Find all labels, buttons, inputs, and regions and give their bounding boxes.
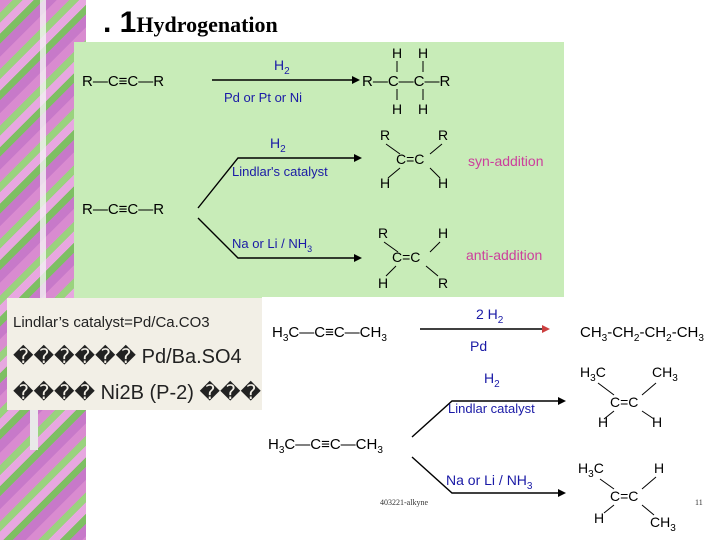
h-atom: H [418, 101, 428, 117]
h-atom: H [392, 101, 402, 117]
reagent-na-li: Na or Li / NH3 [232, 236, 312, 254]
bottom-reaction-panel: H3C—C≡C—CH3 2 H2 Pd CH3-CH2-CH2-CH3 H3C—… [262, 297, 720, 540]
trans-alkene: C=C [392, 249, 420, 265]
trans-2-butene: C=C [610, 488, 638, 504]
note-line-3: ���� Ni2B (P-2) ��� [13, 382, 262, 404]
methyl-group: H3C [580, 364, 606, 384]
bond [385, 143, 401, 155]
h-atom: H [652, 414, 662, 430]
r-group: R [378, 225, 388, 241]
arrowhead-na-li-2 [558, 489, 566, 497]
h-atom: H [598, 414, 608, 430]
arrow-lindlar [197, 157, 354, 209]
h-atom: H [378, 275, 388, 291]
alkyne-reactant-2: R—C≡C—R [82, 201, 164, 218]
reagent-pd-pt-ni: Pd or Pt or Ni [224, 90, 302, 105]
bond [429, 143, 443, 155]
methyl-group: H3C [578, 460, 604, 480]
page-number: 11 [695, 498, 703, 507]
butane-product: CH3-CH2-CH2-CH3 [580, 324, 704, 344]
arrowhead-lindlar [354, 154, 362, 162]
bond [603, 410, 615, 420]
reagent-h2-3: H2 [484, 370, 500, 390]
alkyne-reactant-1: R—C≡C—R [82, 73, 164, 90]
bottom-reaction-diagram: H3C—C≡C—CH3 2 H2 Pd CH3-CH2-CH2-CH3 H3C—… [268, 306, 704, 534]
reagent-2h2: 2 H2 [476, 306, 504, 326]
anti-addition-label: anti-addition [466, 247, 542, 263]
butyne-left: H3C—C≡C—CH3 [268, 436, 383, 456]
bond [603, 504, 615, 514]
bond [429, 241, 441, 253]
title-number: . 1 [103, 6, 137, 39]
note-line-1: Lindlar’s catalyst=Pd/Ca.CO3 [13, 314, 210, 331]
title-text: Hydrogenation [136, 12, 278, 37]
note-line-2: ������ Pd/Ba.SO4 [13, 346, 242, 368]
r-group: R [438, 275, 448, 291]
bond [641, 410, 655, 420]
top-reaction-diagram: R—C≡C—R H2 Pd or Pt or Ni R—C—C—R H H H … [82, 45, 544, 291]
cis-alkene: C=C [396, 151, 424, 167]
h-atom: H [392, 45, 402, 61]
arrowhead-lindlar-2 [558, 397, 566, 405]
bond [597, 382, 615, 396]
arrowhead-anti [354, 254, 362, 262]
slide-title: . 1Hydrogenation [103, 6, 278, 40]
butyne-top: H3C—C≡C—CH3 [272, 324, 387, 344]
reagent-lindlar: Lindlar's catalyst [232, 164, 328, 179]
r-group: R [380, 127, 390, 143]
bond [425, 265, 439, 277]
bond [641, 476, 657, 490]
h-atom: H [380, 175, 390, 191]
bond [429, 167, 441, 179]
h-atom: H [594, 510, 604, 526]
methyl-group: CH3 [652, 364, 678, 384]
decorative-band [40, 0, 46, 300]
bond [641, 382, 657, 396]
r-group: R [438, 127, 448, 143]
h-atom: H [438, 225, 448, 241]
syn-addition-label: syn-addition [468, 153, 544, 169]
arrowhead-2h2 [542, 325, 550, 333]
decorative-bar [30, 410, 38, 450]
arrow-na-li-2 [411, 456, 558, 494]
bond [385, 265, 397, 277]
bond [383, 241, 399, 253]
bond [599, 478, 615, 490]
arrow-anti [197, 217, 354, 259]
reagent-h2-2: H2 [270, 135, 286, 155]
bond [387, 167, 401, 179]
reagent-h2-1: H2 [274, 57, 290, 77]
h-atom: H [438, 175, 448, 191]
bond [641, 504, 655, 516]
h-atom: H [654, 460, 664, 476]
reagent-pd: Pd [470, 338, 487, 354]
footer-code: 403221-alkyne [380, 498, 428, 507]
catalyst-note: Lindlar’s catalyst=Pd/Ca.CO3 ������ Pd/B… [7, 298, 307, 410]
h-atom: H [418, 45, 428, 61]
cis-2-butene: C=C [610, 394, 638, 410]
methyl-group: CH3 [650, 514, 676, 534]
arrow-lindlar-2 [411, 400, 558, 438]
reagent-na-li-2: Na or Li / NH3 [446, 472, 533, 492]
alkane-product: R—C—C—R [362, 73, 450, 90]
decorative-side-strip [0, 0, 86, 540]
top-reaction-panel: R—C≡C—R H2 Pd or Pt or Ni R—C—C—R H H H … [74, 42, 564, 298]
reagent-lindlar-2: Lindlar catalyst [448, 401, 535, 416]
arrowhead-1 [352, 76, 360, 84]
